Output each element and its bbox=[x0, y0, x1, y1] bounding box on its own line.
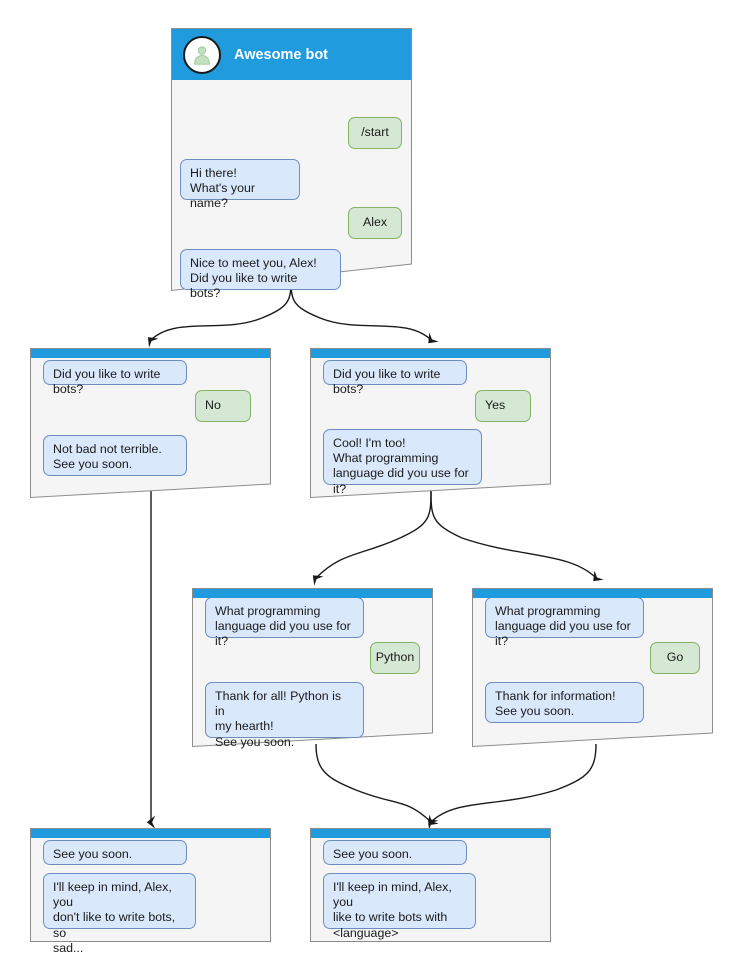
bubble-bot-keep-in-mind-yes[interactable]: I'll keep in mind, Alex, you like to wri… bbox=[323, 873, 476, 940]
bubble-bot-not-bad[interactable]: Not bad not terrible. See you soon. bbox=[43, 435, 187, 476]
bubble-bot-keep-in-mind-no[interactable]: I'll keep in mind, Alex, you don't like … bbox=[43, 873, 196, 955]
card-yes-branch-titlebar bbox=[311, 349, 550, 358]
bubble-user-start[interactable]: /start bbox=[348, 117, 402, 149]
card-no-branch[interactable]: Did you like to write bots? No Not bad n… bbox=[30, 348, 271, 499]
connector-go-to-end bbox=[427, 743, 597, 830]
bubble-bot-cool-im-too[interactable]: Cool! I'm too! What programming language… bbox=[323, 429, 482, 496]
card-python-branch[interactable]: What programming language did you use fo… bbox=[192, 588, 433, 749]
bubble-user-no[interactable]: No bbox=[195, 390, 251, 422]
connector-yes-to-python bbox=[312, 488, 432, 586]
card-end-yes-titlebar bbox=[311, 829, 550, 838]
bubble-bot-question-no[interactable]: Did you like to write bots? bbox=[43, 360, 187, 396]
connector-python-to-end bbox=[315, 743, 439, 826]
bubble-bot-question-go[interactable]: What programming language did you use fo… bbox=[485, 597, 644, 648]
card-go-branch[interactable]: What programming language did you use fo… bbox=[472, 588, 713, 748]
bubble-user-yes[interactable]: Yes bbox=[475, 390, 531, 422]
card-start-bot-name: Awesome bot bbox=[234, 46, 329, 63]
card-go-branch-titlebar bbox=[473, 589, 712, 598]
card-end-yes[interactable]: See you soon. I'll keep in mind, Alex, y… bbox=[310, 828, 551, 942]
bubble-bot-see-you-soon-no[interactable]: See you soon. bbox=[43, 840, 187, 865]
bubble-user-python[interactable]: Python bbox=[370, 642, 420, 674]
bubble-user-go[interactable]: Go bbox=[650, 642, 700, 674]
bubble-bot-see-you-soon-yes[interactable]: See you soon. bbox=[323, 840, 467, 865]
card-no-branch-titlebar bbox=[31, 349, 270, 358]
connector-yes-to-go bbox=[430, 488, 604, 582]
card-end-no[interactable]: See you soon. I'll keep in mind, Alex, y… bbox=[30, 828, 271, 955]
card-python-branch-titlebar bbox=[193, 589, 432, 598]
card-end-no-titlebar bbox=[31, 829, 270, 838]
bubble-bot-thank-python[interactable]: Thank for all! Python is in my hearth! S… bbox=[205, 682, 364, 749]
bubble-bot-thank-info[interactable]: Thank for information! See you soon. bbox=[485, 682, 644, 723]
bubble-bot-question-python[interactable]: What programming language did you use fo… bbox=[205, 597, 364, 648]
bubble-bot-greeting[interactable]: Hi there! What's your name? bbox=[180, 159, 300, 210]
bubble-user-name[interactable]: Alex bbox=[348, 207, 402, 239]
bubble-bot-nice-to-meet[interactable]: Nice to meet you, Alex! Did you like to … bbox=[180, 249, 341, 300]
person-avatar-icon bbox=[183, 35, 221, 74]
bubble-bot-question-yes[interactable]: Did you like to write bots? bbox=[323, 360, 467, 396]
card-start[interactable]: Awesome bot /start Hi there! What's your… bbox=[171, 28, 412, 300]
card-yes-branch[interactable]: Did you like to write bots? Yes Cool! I'… bbox=[310, 348, 551, 499]
card-start-titlebar: Awesome bot bbox=[172, 29, 411, 80]
